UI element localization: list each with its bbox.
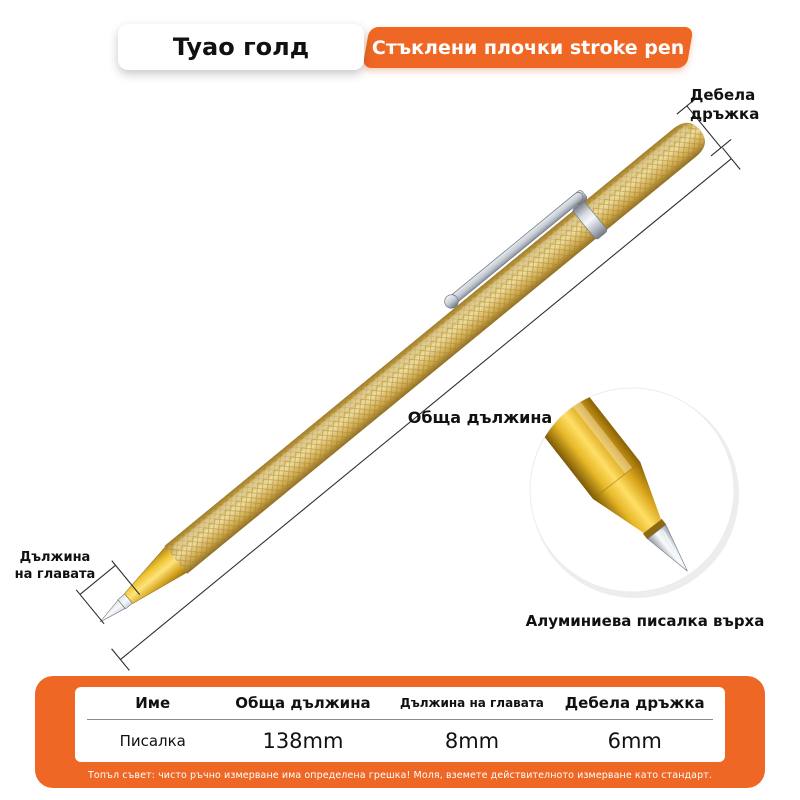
- spec-value-thick-handle: 6mm: [607, 728, 662, 753]
- label-total-length: Обща дължина: [407, 408, 553, 427]
- spec-value-head-length: 8mm: [444, 728, 500, 753]
- zoom-tip-silver-cone: [647, 524, 688, 572]
- spec-header-thick-handle: Дебела дръжка: [564, 694, 705, 712]
- spec-table-value-row: Писалка 138mm 8mm 6mm: [87, 720, 713, 761]
- product-badge: Стъклени плочки stroke pen: [362, 27, 694, 68]
- product-badge-label: Стъклени плочки stroke pen: [371, 36, 685, 59]
- spec-table: Име Обща дължина Дължина на главата Дебе…: [75, 687, 725, 762]
- spec-header-head-length: Дължина на главата: [400, 696, 544, 710]
- zoom-tip-collar: [642, 518, 667, 540]
- spec-value-name: Писалка: [119, 731, 186, 750]
- spec-header-total-length: Обща дължина: [235, 694, 371, 712]
- dimension-total-length: [111, 147, 741, 671]
- dimension-head-length: [75, 560, 141, 625]
- footnote: Топъл съвет: чисто ръчно измерване има о…: [88, 770, 712, 781]
- knurl-texture: [164, 122, 705, 574]
- brand-badge: Tyao голд: [118, 24, 364, 70]
- barrel-highlight: [173, 126, 689, 550]
- dimension-thick-handle: [676, 97, 732, 157]
- spec-value-total-length: 138mm: [262, 728, 344, 753]
- zoom-tip-gold-cone: [593, 462, 662, 533]
- pen-body: [75, 97, 741, 671]
- spec-panel: Име Обща дължина Дължина на главата Дебе…: [35, 676, 765, 788]
- pen-tip: [99, 593, 133, 623]
- label-head-length: Дължина на главата: [14, 550, 96, 582]
- label-thick-handle: Дебела дръжка: [690, 86, 760, 123]
- brand-badge-label: Tyao голд: [172, 33, 310, 61]
- zoom-inset: [529, 387, 739, 598]
- label-tip-caption: Алуминиева писалка върха: [525, 612, 765, 630]
- clip-ball: [444, 294, 459, 309]
- silver-ring: [572, 201, 608, 240]
- spec-header-name: Име: [135, 694, 171, 712]
- pen-clip: [444, 190, 588, 309]
- spec-table-header-row: Име Обща дължина Дължина на главата Дебе…: [87, 687, 713, 720]
